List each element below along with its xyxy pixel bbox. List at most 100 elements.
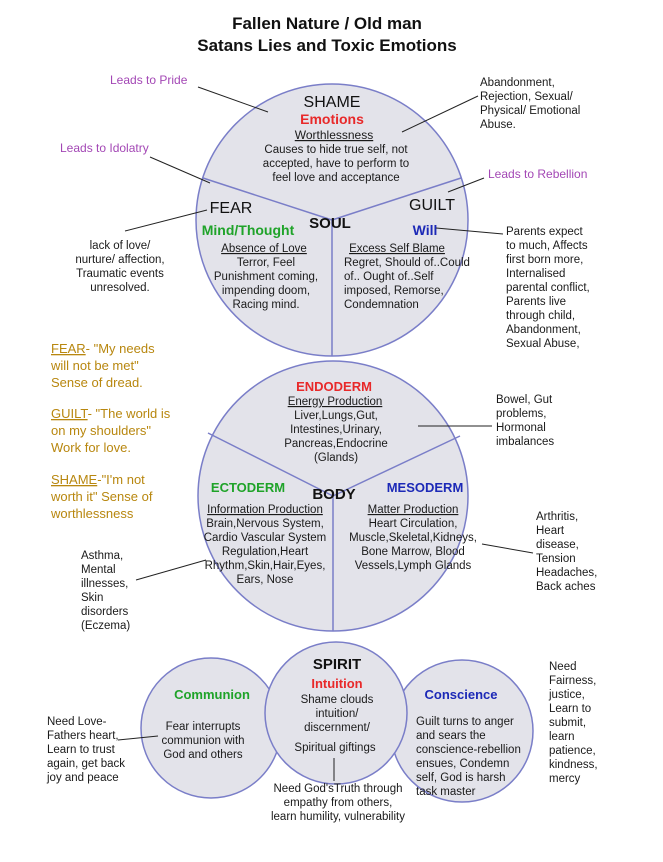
body-circle-group [197,360,469,632]
endoderm-title: ENDODERM [296,379,372,394]
spirit-title: SPIRIT [313,656,361,673]
title-line-1: Fallen Nature / Old man [232,14,422,33]
lie-fear: FEAR- "My needs will not be met" Sense o… [50,341,155,390]
note-need-truth: learn humility, vulnerability [271,811,405,823]
lie-text: - "My needs [86,341,155,356]
lie-text: - "The world is [88,406,171,421]
note-need-fairness: Need [549,661,577,673]
communion-line: God and others [163,749,243,761]
soul-divider-right [331,177,462,221]
spirit-circle [264,641,408,785]
lie-key: GUILT [51,406,88,421]
title-line-2: Satans Lies and Toxic Emotions [197,36,456,55]
fear-line: Terror, Feel [237,257,295,269]
conscience-line: Guilt turns to anger [416,716,514,728]
note-need-fairness: kindness, [549,759,598,771]
note-abandonment: Abandonment, [480,77,555,89]
mesoderm-line: Vessels,Lymph Glands [355,560,472,572]
lie-line: worth it" Sense of [50,489,153,504]
mesoderm-line: Heart Circulation, [369,518,458,530]
note-arthritis: Back aches [536,581,596,593]
note-leads-to-idolatry: Leads to Idolatry [60,141,149,155]
note-leads-to-rebellion: Leads to Rebellion [488,167,587,181]
note-bowel: imbalances [496,436,554,448]
note-abandonment: Physical/ Emotional [480,105,580,117]
fear-line: impending doom, [222,285,310,297]
guilt-line: imposed, Remorse, [344,285,444,297]
pointer-line [117,735,159,741]
note-parents: Parents live [506,296,566,308]
note-bowel: Hormonal [496,422,546,434]
guilt-line: of.. Ought of..Self [344,271,434,283]
lie-key: SHAME [51,472,98,487]
communion-line: communion with [161,735,244,747]
note-arthritis: Tension [536,553,576,565]
note-need-fairness: Learn to [549,703,591,715]
shame-line: Causes to hide true self, not [264,144,408,156]
endoderm-underline: Energy Production [288,396,383,408]
note-arthritis: Heart [536,525,565,537]
soul-divider-left [202,177,333,221]
note-parents: Internalised [506,268,565,280]
pointer-line [447,177,485,193]
note-parents: Sexual Abuse, [506,338,580,350]
body-divider-right [332,435,461,497]
lie-line: on my shoulders" [51,423,151,438]
pointer-line [149,156,211,184]
lie-shame: SHAME-"I'm not worth it" Sense of worthl… [50,472,153,521]
guilt-sub: Will [413,222,438,238]
endoderm-line: Intestines,Urinary, [290,424,382,436]
note-abandonment: Abuse. [480,119,516,131]
note-asthma: (Eczema) [81,620,130,632]
note-abandonment: Rejection, Sexual/ [480,91,573,103]
note-asthma: Skin [81,592,103,604]
mesoderm-line: Muscle,Skeletal,Kidneys, [349,532,477,544]
mesoderm-underline: Matter Production [368,504,459,516]
lie-line: will not be met" [50,358,139,373]
note-need-love: Fathers heart, [47,730,119,742]
ectoderm-line: Brain,Nervous System, [206,518,324,530]
note-parents: first born more, [506,254,583,266]
body-divider-left [207,432,334,497]
lie-key: FEAR [51,341,86,356]
note-parents: to much, Affects [506,240,588,252]
note-arthritis: Arthritis, [536,511,578,523]
svg-text:FEAR- "My needs: FEAR- "My needs [51,341,155,356]
shame-sub: Emotions [300,111,364,127]
svg-text:SHAME-"I'm not: SHAME-"I'm not [51,472,145,487]
svg-text:GUILT- "The world is: GUILT- "The world is [51,406,171,421]
guilt-title: GUILT [409,197,455,214]
conscience-line: conscience-rebellion [416,744,521,756]
shame-line: feel love and acceptance [272,172,399,184]
fear-title: FEAR [210,200,253,217]
body-center-label: BODY [312,486,355,503]
communion-title: Communion [174,687,250,702]
note-bowel: problems, [496,408,547,420]
shame-title: SHAME [304,94,361,111]
spirit-line: discernment/ [304,722,371,734]
lie-text: -"I'm not [97,472,145,487]
note-need-love: again, get back [47,758,125,770]
note-need-fairness: Fairness, [549,675,596,687]
note-arthritis: disease, [536,539,579,551]
endoderm-line: (Glands) [314,452,358,464]
pointer-line [435,227,504,235]
lie-line: worthlessness [50,506,134,521]
note-asthma: Mental [81,564,116,576]
note-asthma: disorders [81,606,129,618]
pointer-line [401,95,479,133]
ectoderm-line: Ears, Nose [237,574,294,586]
note-need-fairness: patience, [549,745,596,757]
pointer-line [481,543,534,554]
note-lack-of-love: nurture/ affection, [75,254,164,266]
spirit-giftings: Spiritual giftings [294,742,375,754]
note-arthritis: Headaches, [536,567,597,579]
conscience-line: ensues, Condemn [416,758,509,770]
fear-underline: Absence of Love [221,243,307,255]
note-need-truth: Need God'sTruth through [274,783,403,795]
note-need-fairness: learn [549,731,575,743]
conscience-title: Conscience [425,687,498,702]
endoderm-line: Liver,Lungs,Gut, [294,410,378,422]
fear-sub: Mind/Thought [202,222,295,238]
